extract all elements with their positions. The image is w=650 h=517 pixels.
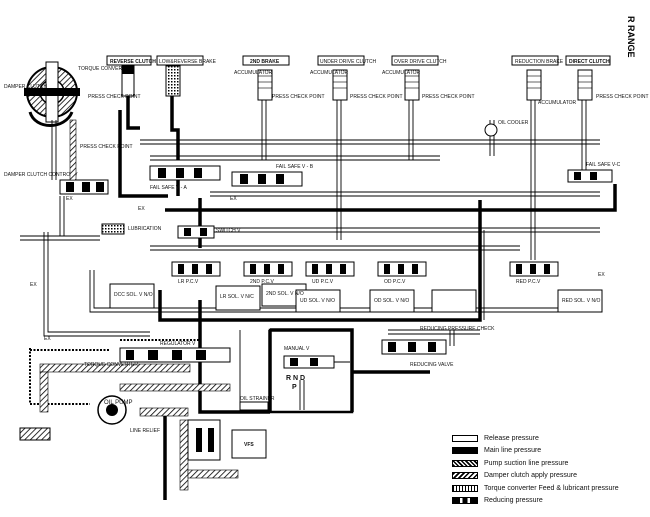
accumulator-label-1: ACCUMULATOR [234, 70, 273, 76]
legend-item-reducing: Reducing pressure [452, 495, 648, 508]
reducing-check-label: REDUCING PRESSURE CHECK [420, 326, 495, 332]
legend-item-main-line: Main line pressure [452, 445, 648, 458]
oil-strainer [239, 401, 269, 411]
legend-label: Pump suction line pressure [484, 459, 569, 467]
ex-label-6: EX [598, 272, 605, 278]
clutch-pistons [121, 65, 593, 101]
oil-pump-label: OIL PUMP [104, 400, 132, 406]
ud-sol-label: UD SOL. V N/O [300, 298, 335, 304]
torque-converter-swatch [452, 484, 478, 492]
pcv-row [171, 261, 559, 277]
damper-clutch-control-valve [59, 179, 109, 195]
manual-p-label: P [292, 384, 297, 391]
torque-converter [24, 61, 80, 127]
ex-label-2: EX [44, 336, 51, 342]
legend-label: Release pressure [484, 434, 539, 442]
ex-label-1: EX [30, 282, 37, 288]
reducing-valve [381, 339, 447, 355]
od-pcv-label: OD P.C.V [384, 279, 406, 285]
lubrication-label: LUBRICATION [128, 226, 162, 232]
ex-label-3: EX [138, 206, 145, 212]
dcc-sol-label: DCC SOL. V N/O [114, 292, 153, 298]
damper-apply-lines [39, 119, 231, 413]
check-point-label-5: PRESS CHECK POINT [596, 94, 649, 100]
reducing-swatch [452, 497, 478, 505]
check-point-label-2: PRESS CHECK POINT [272, 94, 325, 100]
red-pcv-label: RED P.C.V [516, 279, 541, 285]
oil-cooler [484, 123, 498, 137]
solenoid-row [109, 283, 603, 313]
accumulator-label-3: ACCUMULATOR [382, 70, 421, 76]
fail-safe-valve-a [149, 165, 221, 181]
clutch-headers [106, 55, 611, 66]
ex-label-4: EX [230, 196, 237, 202]
torque-converter-label: TORQUE CONVERTER [78, 66, 132, 72]
accumulator-label-4: ACCUMULATOR [538, 100, 577, 106]
legend-label: Damper clutch apply pressure [484, 472, 577, 480]
accumulator-label-2: ACCUMULATOR [310, 70, 349, 76]
fail-safe-vc-label: FAIL SAFE V-C [586, 162, 621, 168]
vfs-label: VFS [244, 442, 254, 448]
second-brake-label: 2ND BRAKE [250, 59, 280, 65]
red-sol-label: RED SOL. V N/O [562, 298, 600, 304]
reducing-valve-label: REDUCING VALVE [410, 362, 454, 368]
under-drive-clutch-label: UNDER DRIVE CLUTCH [320, 59, 377, 65]
lr-sol-label: LR SOL. V N/C [220, 294, 254, 300]
lr-pcv-label: LR P.C.V [178, 279, 199, 285]
damper-clutch-label: DAMPER CLUTCH [4, 84, 47, 90]
od-sol-label: OD SOL. V N/O [374, 298, 409, 304]
second-sol-label: 2ND SOL. V N/O [266, 291, 304, 297]
oil-strainer-label: OIL STRAINER [240, 396, 275, 402]
torque-feed-lines [29, 339, 200, 405]
main-line-swatch [452, 447, 478, 455]
range-title: R RANGE [626, 16, 636, 58]
regulator-v-label: REGULATOR V [160, 341, 196, 347]
fail-safe-vb-label: FAIL SAFE V - B [276, 164, 314, 170]
fail-safe-valve-b [231, 171, 303, 187]
check-point-label-6: PRESS CHECK POINT [80, 144, 133, 150]
pump-suction-swatch [452, 459, 478, 467]
release-swatch [452, 434, 478, 442]
ex-label-5: EX [66, 196, 73, 202]
legend-label: Reducing pressure [484, 497, 543, 505]
second-pcv-label: 2ND P.C.V [250, 279, 274, 285]
reduction-brake-label: REDUCTION BRAKE [515, 59, 564, 65]
legend-label: Main line pressure [484, 447, 542, 455]
check-point-label-4: PRESS CHECK POINT [422, 94, 475, 100]
direct-clutch-label: DIRECT CLUTCH [569, 59, 610, 65]
over-drive-clutch-label: OVER DRIVE CLUTCH [394, 59, 447, 65]
damper-clutch-swatch [452, 472, 478, 480]
cooler-label: OIL COOLER [498, 120, 529, 126]
switch-valve [177, 225, 215, 239]
reverse-clutch-label: REVERSE CLUTCH [110, 59, 156, 65]
low-reverse-brake-label: LOW&REVERSE BRAKE [159, 59, 217, 65]
line-relief-label: LINE RELIEF [130, 428, 160, 434]
regulator-valve [119, 347, 231, 363]
legend-item-release: Release pressure [452, 432, 648, 445]
legend-item-torque-converter: Torque converter Feed & lubricant pressu… [452, 482, 648, 495]
ud-pcv-label: UD P.C.V [312, 279, 334, 285]
legend-item-damper-clutch: Damper clutch apply pressure [452, 470, 648, 483]
manual-positions-label: R N D [286, 375, 305, 382]
legend-label: Torque converter Feed & lubricant pressu… [484, 484, 619, 492]
lubrication-block [101, 223, 125, 235]
legend: Release pressure Main line pressure Pump… [452, 432, 648, 507]
switch-v-label: SWITCH V [216, 228, 241, 234]
fail-safe-valve-c [567, 169, 613, 183]
manual-valve [268, 328, 354, 414]
damper-clutch-control-label: DAMPER CLUTCH CONTROL V [4, 172, 78, 178]
torque-conv-small-label: TORQUE CONVERTER [84, 362, 138, 368]
oil-sump [19, 427, 51, 441]
legend-item-pump-suction: Pump suction line pressure [452, 457, 648, 470]
oil-pump [97, 395, 127, 425]
check-point-label-1: PRESS CHECK POINT [88, 94, 141, 100]
check-point-label-3: PRESS CHECK POINT [350, 94, 403, 100]
manual-v-label: MANUAL V [284, 346, 310, 352]
vfs-block [187, 419, 267, 461]
fail-safe-va-label: FAIL SAFE V - A [150, 185, 187, 191]
